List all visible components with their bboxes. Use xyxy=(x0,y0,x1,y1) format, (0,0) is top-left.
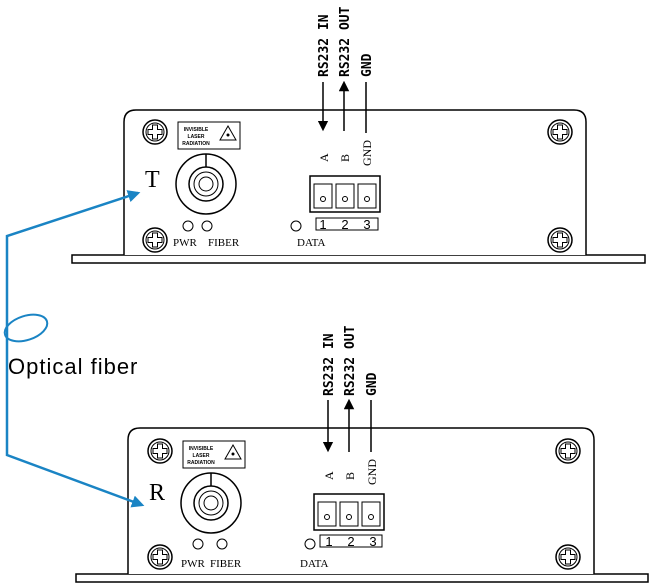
fiber-led xyxy=(216,538,228,550)
fiber-line-bottom xyxy=(5,325,145,508)
pin-number: 2 xyxy=(347,534,354,549)
pin-number: 1 xyxy=(325,534,332,549)
pwr-led xyxy=(192,538,204,550)
pin-letter: B xyxy=(338,154,352,162)
laser-warning-label: INVISIBLE LASER RADIATION xyxy=(182,440,246,469)
svg-text:LASER: LASER xyxy=(193,453,210,459)
fiber-label: Optical fiber xyxy=(8,354,138,379)
screw-icon xyxy=(547,119,573,145)
terminal-block xyxy=(313,493,385,548)
pin-number: 3 xyxy=(369,534,376,549)
svg-text:INVISIBLE: INVISIBLE xyxy=(189,446,214,452)
svg-text:LASER: LASER xyxy=(188,134,205,140)
screw-icon xyxy=(547,227,573,253)
terminal-block xyxy=(309,175,381,231)
device-flange xyxy=(71,254,646,264)
laser-hazard-icon xyxy=(224,443,242,460)
fiber-label: FIBER xyxy=(210,558,242,570)
transmitter-device: INVISIBLE LASER RADIATION T PWR FIBER DA… xyxy=(71,6,646,264)
pin-letter: A xyxy=(322,471,336,480)
signal-label: RS232 OUT xyxy=(338,6,353,77)
pin-number: 2 xyxy=(341,217,348,232)
pin-letter: GND xyxy=(365,459,379,485)
data-label: DATA xyxy=(297,237,326,249)
data-label: DATA xyxy=(300,558,329,570)
fiber-bundle-ellipse xyxy=(3,313,49,343)
port-letter: R xyxy=(149,480,165,506)
signal-label: RS232 IN xyxy=(317,14,332,77)
pin-number: 1 xyxy=(319,217,326,232)
svg-text:RADIATION: RADIATION xyxy=(187,460,215,466)
pwr-label: PWR xyxy=(173,237,198,249)
svg-text:INVISIBLE: INVISIBLE xyxy=(184,127,209,133)
laser-hazard-icon xyxy=(219,124,237,141)
screw-icon xyxy=(555,438,581,464)
fiber-label: FIBER xyxy=(208,237,240,249)
svg-text:RADIATION: RADIATION xyxy=(182,141,210,147)
screw-icon xyxy=(147,438,173,464)
data-led xyxy=(304,538,316,550)
receiver-device: INVISIBLE LASER RADIATION R PWR FIBER DA… xyxy=(75,325,649,583)
data-led xyxy=(290,220,302,232)
fiber-port xyxy=(175,153,237,215)
screw-icon xyxy=(142,227,168,253)
signal-label: RS232 IN xyxy=(322,333,337,396)
laser-warning-label: INVISIBLE LASER RADIATION xyxy=(177,121,241,150)
pin-letter: A xyxy=(317,153,331,162)
screw-icon xyxy=(147,544,173,570)
device-flange xyxy=(75,573,649,583)
pin-letter: GND xyxy=(360,140,374,166)
pin-number: 3 xyxy=(363,217,370,232)
signal-label: GND xyxy=(360,53,375,77)
fiber-led xyxy=(201,220,213,232)
fiber-port xyxy=(180,472,242,534)
signal-label: RS232 OUT xyxy=(343,325,358,396)
fiber-line-top xyxy=(5,190,141,325)
screw-icon xyxy=(555,544,581,570)
screw-icon xyxy=(142,119,168,145)
port-letter: T xyxy=(145,167,160,193)
optical-fiber-link xyxy=(3,190,145,508)
pwr-label: PWR xyxy=(181,558,206,570)
pin-letter: B xyxy=(343,472,357,480)
pwr-led xyxy=(182,220,194,232)
signal-label: GND xyxy=(365,372,380,396)
